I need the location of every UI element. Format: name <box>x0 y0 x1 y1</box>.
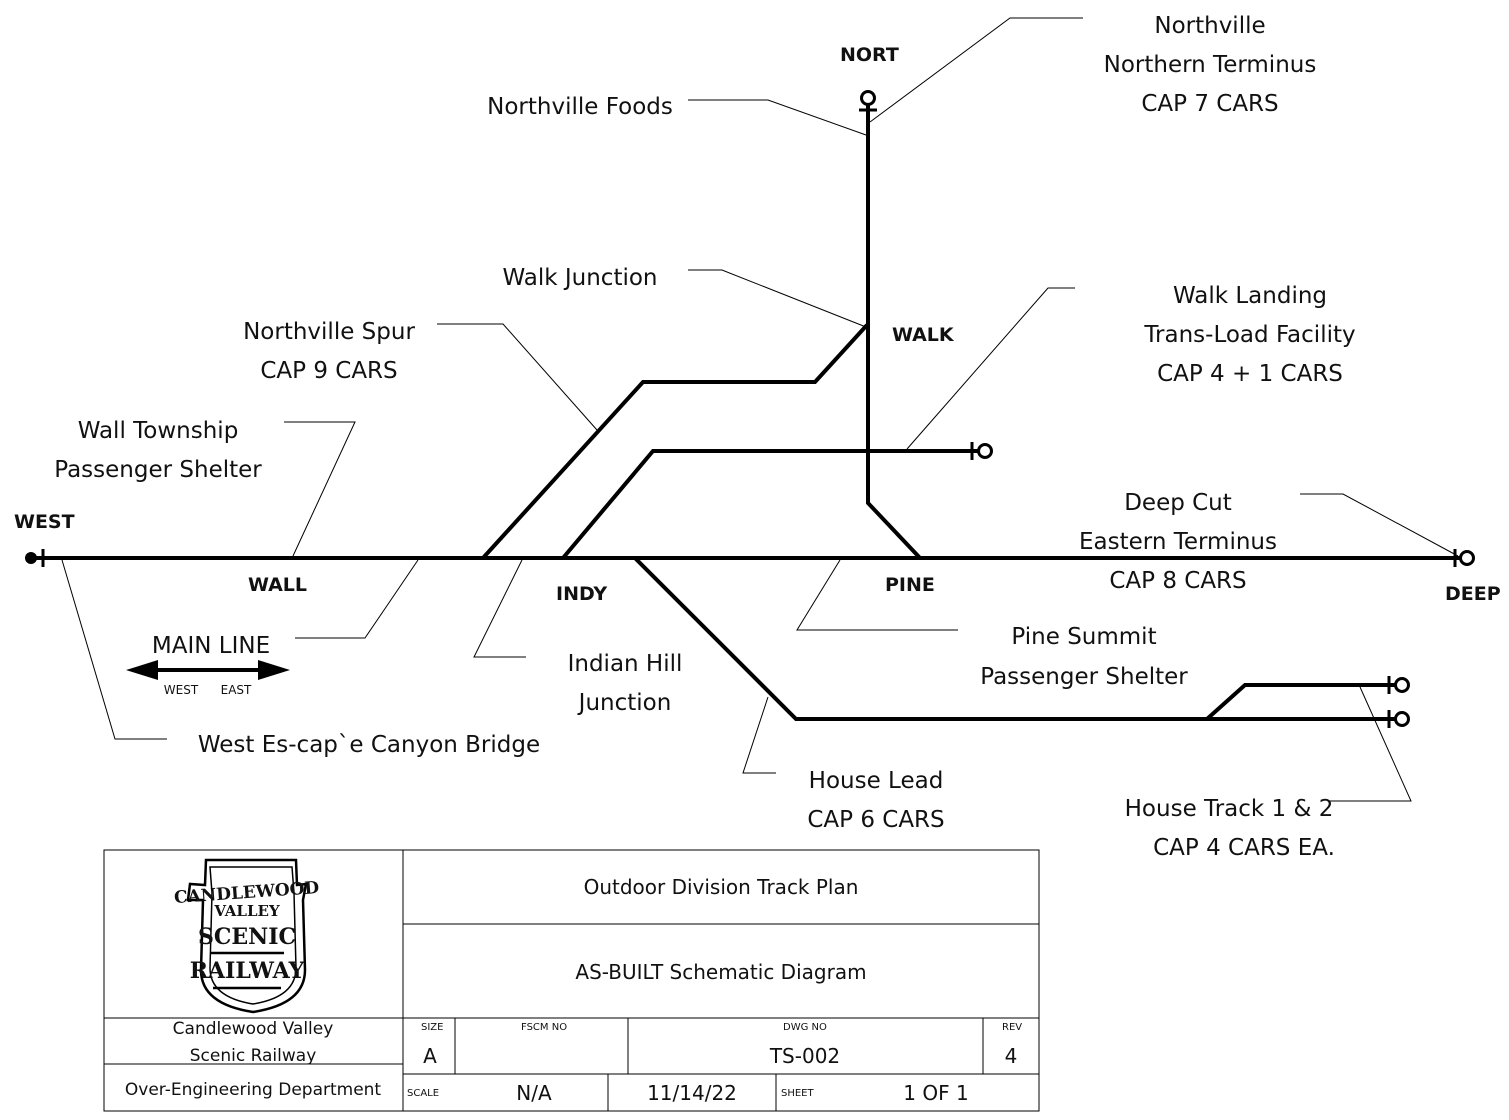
label-pine-summit-2: Passenger Shelter <box>980 664 1188 690</box>
dwg-label: DWG NO <box>783 1022 827 1033</box>
logo-line-2: VALLEY <box>213 902 280 920</box>
label-northville-spur-2: CAP 9 CARS <box>260 358 397 384</box>
northville-branch-track <box>866 100 922 560</box>
arrow-west-label: WEST <box>164 683 199 697</box>
company-name-1: Candlewood Valley <box>173 1019 334 1039</box>
west-end-dot <box>25 552 37 564</box>
leader-northville-spur <box>437 323 598 431</box>
label-house-track-2: CAP 4 CARS EA. <box>1153 835 1335 861</box>
track-ends <box>25 90 1475 728</box>
label-northville-spur-1: Northville Spur <box>243 319 415 345</box>
arrow-east-label: EAST <box>221 683 252 697</box>
leader-house-track <box>1330 686 1412 802</box>
main-line-direction-arrow: WEST EAST <box>126 660 290 697</box>
label-walk-junction: Walk Junction <box>502 265 657 291</box>
label-indian-hill-1: Indian Hill <box>568 651 683 677</box>
size-value: A <box>423 1044 437 1068</box>
label-wall-township-1: Wall Township <box>78 418 239 444</box>
label-house-track-1: House Track 1 & 2 <box>1125 796 1334 822</box>
scale-value: N/A <box>516 1081 552 1105</box>
leader-wall-township <box>284 421 356 557</box>
label-house-lead-2: CAP 6 CARS <box>807 807 944 833</box>
label-indian-hill-2: Junction <box>577 690 672 716</box>
leader-northville-terminus <box>869 17 1083 123</box>
leader-west-bridge <box>61 559 167 740</box>
fscm-label: FSCM NO <box>521 1022 567 1033</box>
company-name-2: Scenic Railway <box>190 1046 317 1066</box>
station-wall: WALL <box>248 574 307 596</box>
label-wall-township-2: Passenger Shelter <box>54 457 262 483</box>
logo-line-4: RAILWAY <box>190 958 305 984</box>
house-track-1-bumper <box>1394 677 1410 693</box>
leader-house-lead <box>742 696 776 774</box>
leader-deep-cut <box>1300 493 1459 557</box>
logo-line-3: SCENIC <box>198 924 296 950</box>
label-walk-landing-2: Trans-Load Facility <box>1143 322 1355 348</box>
house-track-2 <box>1205 683 1398 721</box>
label-deep-cut-3: CAP 8 CARS <box>1109 568 1246 594</box>
label-deep-cut-1: Deep Cut <box>1124 490 1232 516</box>
label-main-line: MAIN LINE <box>152 633 270 659</box>
leader-pine-summit <box>796 559 958 631</box>
title-block: CANDLEWOOD VALLEY SCENIC RAILWAY Outdoor… <box>103 849 1040 1112</box>
rev-label: REV <box>1002 1022 1022 1033</box>
arrow-west-head <box>126 660 158 680</box>
leader-northville-foods <box>688 99 867 136</box>
dwg-value: TS-002 <box>769 1044 840 1068</box>
label-walk-landing-1: Walk Landing <box>1173 283 1327 309</box>
station-indy: INDY <box>556 583 607 605</box>
label-northville-3: CAP 7 CARS <box>1141 91 1278 117</box>
drawing-subtitle: AS-BUILT Schematic Diagram <box>575 960 866 984</box>
logo-shield-inner <box>209 866 297 1005</box>
northville-spur-track <box>481 323 869 560</box>
label-walk-landing-3: CAP 4 + 1 CARS <box>1157 361 1343 387</box>
label-deep-cut-2: Eastern Terminus <box>1079 529 1277 555</box>
leader-walk-landing <box>906 287 1075 450</box>
house-lead-track <box>633 556 1398 721</box>
date-value: 11/14/22 <box>647 1081 737 1105</box>
scale-label: SCALE <box>407 1088 439 1099</box>
label-northville-1: Northville <box>1154 13 1265 39</box>
title-block-frame <box>103 849 1040 1112</box>
logo-shield-outer <box>186 858 308 1014</box>
label-northville-2: Northern Terminus <box>1104 52 1317 78</box>
station-nort: NORT <box>840 44 899 66</box>
station-west: WEST <box>14 511 75 533</box>
nort-end-bumper <box>860 90 876 106</box>
station-names: WEST WALL INDY PINE DEEP WALK NORT <box>14 44 1501 605</box>
location-labels: Northville Foods Northville Northern Ter… <box>54 13 1355 861</box>
leader-lines <box>61 17 1459 802</box>
sheet-value: 1 OF 1 <box>903 1081 968 1105</box>
label-northville-foods: Northville Foods <box>487 94 673 120</box>
leader-main-line <box>295 559 419 639</box>
drawing-title: Outdoor Division Track Plan <box>584 875 859 899</box>
walk-landing-bumper <box>977 443 993 459</box>
walk-landing-track <box>561 449 982 560</box>
sheet-label: SHEET <box>781 1088 815 1099</box>
label-house-lead-1: House Lead <box>809 768 944 794</box>
size-label: SIZE <box>421 1022 443 1033</box>
deep-end-bumper <box>1459 550 1475 566</box>
station-walk: WALK <box>892 324 955 346</box>
department-name: Over-Engineering Department <box>125 1080 382 1100</box>
house-track-2-bumper <box>1394 711 1410 727</box>
label-pine-summit-1: Pine Summit <box>1011 624 1156 650</box>
arrow-east-head <box>258 660 290 680</box>
company-logo: CANDLEWOOD VALLEY SCENIC RAILWAY <box>173 858 320 1014</box>
tracks <box>30 100 1466 721</box>
station-pine: PINE <box>885 574 935 596</box>
label-west-bridge: West Es-cap`e Canyon Bridge <box>198 732 540 758</box>
station-deep: DEEP <box>1445 583 1501 605</box>
leader-indian-hill <box>473 559 526 658</box>
rev-value: 4 <box>1005 1044 1018 1068</box>
leader-walk-junction <box>688 269 867 328</box>
